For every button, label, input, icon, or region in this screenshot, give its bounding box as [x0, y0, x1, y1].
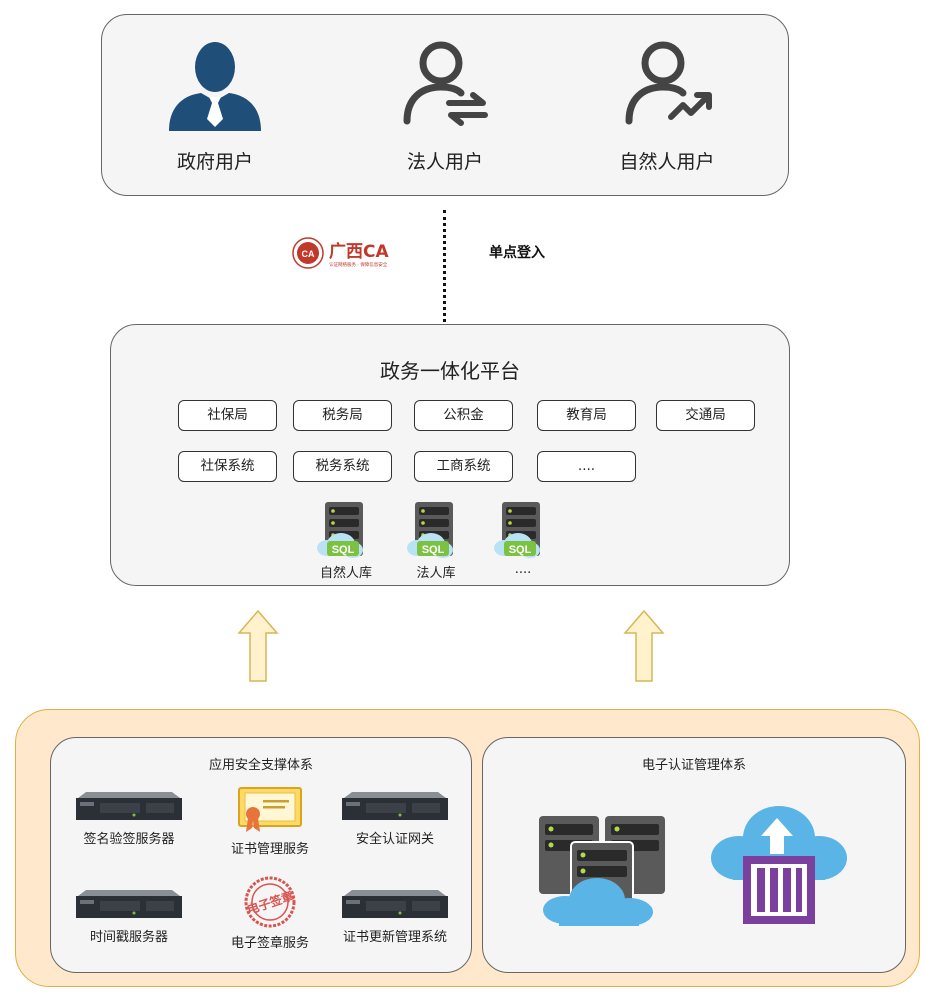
database-label: 法人库 [416, 566, 456, 581]
rack-server-icon [76, 890, 182, 918]
database-label: 自然人库 [319, 566, 372, 581]
user-legal-person: 法人用户 [345, 15, 545, 197]
rack-server-icon [342, 792, 448, 820]
item-label: 证书更新管理系统 [342, 930, 447, 945]
database-more: SQL .... [488, 500, 558, 580]
tag-box: .... [537, 451, 636, 482]
item-label: 安全认证网关 [355, 832, 434, 847]
guangxi-ca-logo: CA 广西CA 认证网络服务 · 保障信息安全 [291, 236, 406, 270]
platform-panel: 政务一体化平台 社保局 税务局 公积金 教育局 交通局 社保系统 税务系统 工商… [110, 324, 790, 586]
government-user-icon [169, 42, 261, 131]
app-security-title: 应用安全支撑体系 [208, 758, 313, 773]
natural-person-user-icon [625, 41, 712, 125]
tag-box: 公积金 [414, 400, 513, 431]
legal-person-user-icon [403, 41, 488, 126]
cloud-server-icon [539, 816, 665, 926]
tag-box: 社保系统 [178, 451, 277, 482]
sql-badge: SQL [509, 544, 532, 556]
rack-server-icon [342, 890, 448, 918]
item-cert-update-system: 证书更新管理系统 [335, 888, 455, 945]
users-panel: 政府用户 法人用户 自然人用户 [101, 14, 789, 196]
user-government: 政府用户 [115, 15, 315, 197]
seal-stamp-icon: 电子签章 [244, 876, 296, 928]
certificate-icon [238, 787, 302, 832]
sso-label: 单点登入 [489, 245, 545, 261]
tag-box: 交通局 [656, 400, 755, 431]
sql-database-icon: SQL [317, 502, 363, 558]
sso-connector-line [443, 210, 446, 322]
ca-logo-text: 广西CA [329, 241, 389, 262]
item-cert-management: 证书管理服务 [215, 784, 325, 857]
sql-database-icon: SQL [494, 502, 540, 558]
item-sign-verify-server: 签名验签服务器 [69, 790, 189, 847]
item-security-gateway: 安全认证网关 [335, 790, 455, 847]
item-label: 签名验签服务器 [83, 832, 175, 847]
item-timestamp-server: 时间戳服务器 [69, 888, 189, 945]
up-arrow-right [623, 609, 665, 682]
database-label: .... [514, 562, 532, 577]
user-label: 自然人用户 [619, 151, 715, 173]
up-arrow-left [237, 609, 279, 682]
ca-logo-badge: CA [302, 249, 315, 259]
cloud-upload-container-icon [711, 806, 847, 924]
ca-logo-tagline: 认证网络服务 · 保障信息安全 [329, 261, 388, 268]
sql-database-icon: SQL [407, 502, 453, 558]
ecert-management-panel: 电子认证管理体系 [482, 737, 906, 973]
user-natural-person: 自然人用户 [567, 15, 767, 197]
user-label: 政府用户 [176, 151, 253, 173]
tag-box: 教育局 [537, 400, 636, 431]
tag-box: 工商系统 [414, 451, 513, 482]
seal-stamp-text: 电子签章 [245, 888, 295, 917]
item-label: 电子签章服务 [230, 936, 309, 951]
rack-server-icon [76, 792, 182, 820]
tag-box: 税务系统 [293, 451, 392, 482]
database-legal-person: SQL 法人库 [401, 500, 471, 581]
platform-title: 政务一体化平台 [380, 359, 520, 383]
sql-badge: SQL [422, 544, 445, 556]
ecert-title: 电子认证管理体系 [641, 758, 746, 773]
database-natural-person: SQL 自然人库 [311, 500, 381, 581]
tag-box: 税务局 [293, 400, 392, 431]
sql-badge: SQL [332, 544, 355, 556]
user-label: 法人用户 [406, 151, 483, 173]
item-label: 证书管理服务 [230, 842, 309, 857]
item-label: 时间戳服务器 [89, 930, 168, 945]
tag-box: 社保局 [178, 400, 277, 431]
item-e-seal-service: 电子签章 电子签章服务 [215, 876, 325, 951]
app-security-panel: 应用安全支撑体系 签名验签服务器 证书管理服务 [50, 737, 472, 973]
